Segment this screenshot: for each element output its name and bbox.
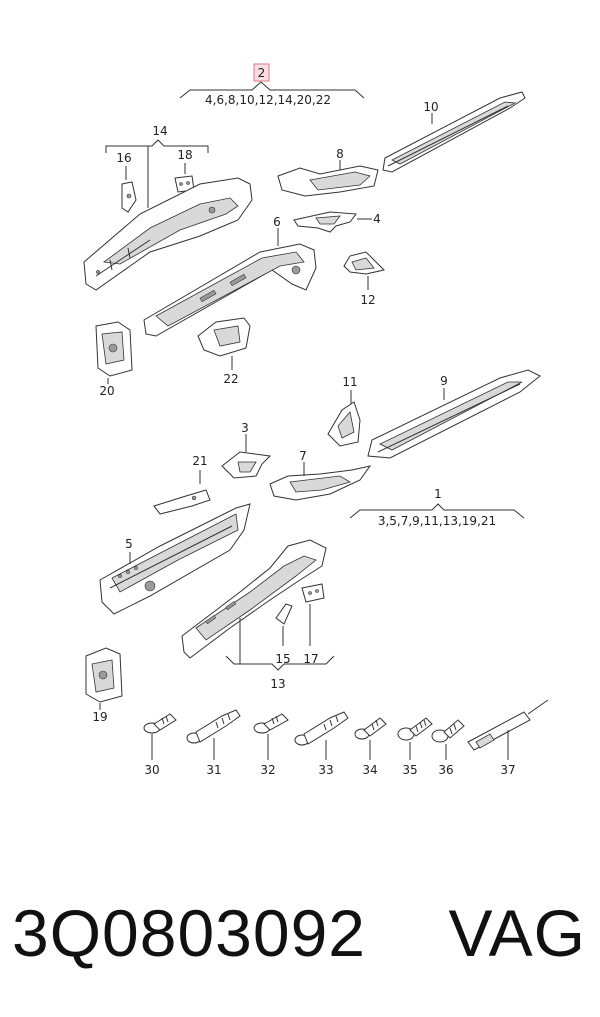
part-14-side-member[interactable] xyxy=(83,177,253,291)
label-19: 19 xyxy=(92,710,107,724)
part-18-plate[interactable] xyxy=(174,175,195,193)
highlighted-callout-box[interactable] xyxy=(253,63,270,82)
label-17: 17 xyxy=(303,652,318,666)
fastener-32-clip[interactable] xyxy=(253,713,289,734)
label-7: 7 xyxy=(299,449,307,463)
label-9: 9 xyxy=(440,374,448,388)
fastener-35-screw[interactable] xyxy=(397,717,433,741)
label-13: 13 xyxy=(270,677,285,691)
part-7-reinforcement[interactable] xyxy=(269,465,372,501)
group-1-members: 3,5,7,9,11,13,19,21 xyxy=(378,514,496,528)
fastener-37-sealant-tube[interactable] xyxy=(467,699,549,751)
label-22: 22 xyxy=(223,372,238,386)
part-13-side-member[interactable] xyxy=(181,539,327,659)
label-30: 30 xyxy=(144,763,159,777)
label-35: 35 xyxy=(402,763,417,777)
part-22-bracket[interactable] xyxy=(197,317,251,357)
part-11-gusset[interactable] xyxy=(327,401,361,447)
group-14-bracket xyxy=(105,139,209,153)
fastener-34-clip[interactable] xyxy=(354,717,387,740)
part-21-bracket[interactable] xyxy=(153,489,211,515)
fastener-31-bolt[interactable] xyxy=(186,709,241,744)
label-18: 18 xyxy=(177,148,192,162)
label-33: 33 xyxy=(318,763,333,777)
fastener-36-clip[interactable] xyxy=(431,719,465,743)
group-2-members: 4,6,8,10,12,14,20,22 xyxy=(205,93,331,107)
part-3-bracket[interactable] xyxy=(221,451,272,479)
label-14: 14 xyxy=(152,124,167,138)
label-31: 31 xyxy=(206,763,221,777)
part-15-clip[interactable] xyxy=(275,603,293,625)
group-13-bracket xyxy=(225,655,335,671)
part-6-longitudinal-member[interactable] xyxy=(143,243,317,337)
part-5-longitudinal-member[interactable] xyxy=(99,503,251,615)
part-16-clip[interactable] xyxy=(121,181,137,213)
label-5: 5 xyxy=(125,537,133,551)
part-20-mount[interactable] xyxy=(95,321,133,377)
parts-diagram: 2 4,6,8,10,12,14,20,22 10 8 4 12 14 16 1… xyxy=(83,63,549,777)
part-19-mount[interactable] xyxy=(85,647,123,703)
label-8: 8 xyxy=(336,147,344,161)
part-4-bracket[interactable] xyxy=(293,211,357,233)
label-21: 21 xyxy=(192,454,207,468)
part-8-reinforcement[interactable] xyxy=(277,165,379,197)
part-10-sill-rail[interactable] xyxy=(382,91,526,173)
group-1-number: 1 xyxy=(434,487,442,501)
label-4: 4 xyxy=(373,212,381,226)
highlighted-callout-number: 2 xyxy=(258,66,266,80)
part-9-sill-rail[interactable] xyxy=(367,369,541,459)
label-10: 10 xyxy=(423,100,438,114)
label-37: 37 xyxy=(500,763,515,777)
label-11: 11 xyxy=(342,375,357,389)
part-12-gusset[interactable] xyxy=(343,251,385,275)
label-15: 15 xyxy=(275,652,290,666)
label-36: 36 xyxy=(438,763,453,777)
label-12: 12 xyxy=(360,293,375,307)
group-1-bracket xyxy=(349,503,525,519)
brand-text: VAG xyxy=(448,896,586,970)
label-32: 32 xyxy=(260,763,275,777)
label-6: 6 xyxy=(273,215,281,229)
label-3: 3 xyxy=(241,421,249,435)
label-20: 20 xyxy=(99,384,114,398)
part-number-text: 3Q0803092 xyxy=(12,896,366,970)
label-34: 34 xyxy=(362,763,377,777)
fastener-33-bolt[interactable] xyxy=(294,711,349,746)
label-16: 16 xyxy=(116,151,131,165)
group-2-bracket xyxy=(179,81,365,99)
fastener-30-clip[interactable] xyxy=(143,713,177,734)
part-17-plate[interactable] xyxy=(301,583,325,603)
